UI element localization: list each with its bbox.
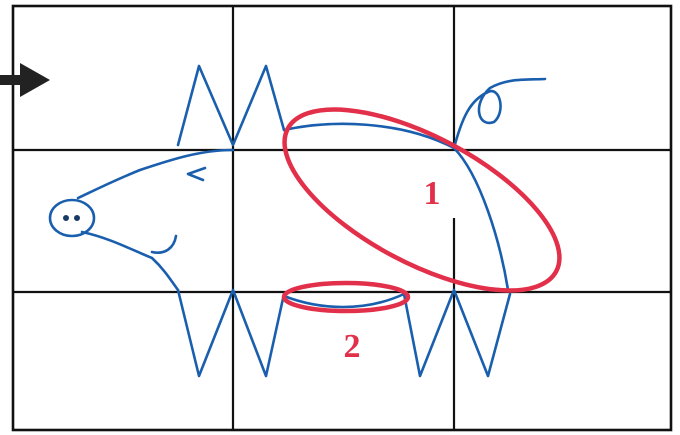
pig-head-bottom [80, 230, 180, 292]
pig-figure [48, 64, 547, 378]
pig-tail [452, 77, 547, 150]
grid [11, 4, 673, 432]
pig-belly [282, 292, 406, 309]
region-1-label: 1 [424, 175, 441, 212]
pig-front-legs-bottom [176, 288, 286, 378]
grid-frame [11, 4, 673, 432]
highlight-region-2-ellipse [281, 280, 411, 314]
pig-front-legs-top [176, 64, 286, 147]
region-2-label: 2 [344, 328, 361, 365]
pig-head-top [76, 148, 235, 200]
pig-back-legs-bottom [402, 288, 512, 378]
pig-ear [186, 166, 207, 182]
pig-nostril-left [63, 215, 69, 221]
highlight-region-1-ellipse [282, 107, 562, 293]
pig-nostril-right [74, 215, 80, 221]
pig-jaw [150, 234, 178, 254]
pig-snout [48, 198, 96, 238]
pig-rear [452, 146, 510, 292]
pig-back [282, 122, 456, 150]
arrow-right-icon [0, 63, 50, 97]
